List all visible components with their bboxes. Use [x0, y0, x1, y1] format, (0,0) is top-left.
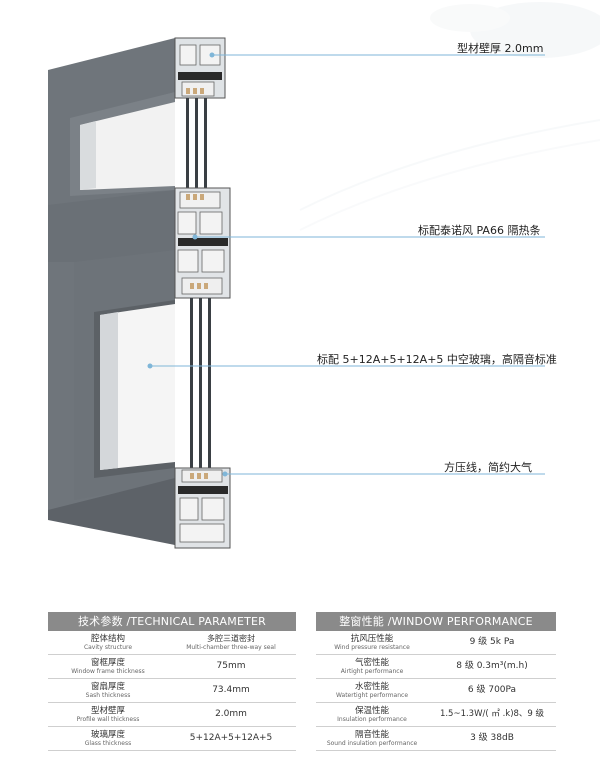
row-value: 6 级 700Pa — [467, 685, 517, 695]
row-label: 腔体结构 Cavity structure — [83, 634, 133, 651]
table-row: 气密性能 Airtight performance 8 级 0.3m³(m.h) — [316, 655, 556, 679]
row-label: 保温性能 Insulation performance — [337, 706, 407, 723]
row-label: 型材壁厚 Profile wall thickness — [76, 706, 140, 723]
background-map-decoration — [299, 2, 600, 231]
callout-insulation-strip: 标配泰诺风 PA66 隔热条 — [418, 224, 541, 237]
row-label: 抗风压性能 Wind pressure resistance — [334, 634, 410, 651]
row-value: 73.4mm — [212, 685, 250, 695]
row-label: 玻璃厚度 Glass thickness — [84, 730, 132, 747]
callout-glass-spec: 标配 5+12A+5+12A+5 中空玻璃，高隔音标准 — [317, 353, 557, 366]
window-profile-illustration — [48, 2, 600, 549]
callout-bead-style: 方压线，简约大气 — [444, 461, 532, 474]
callout-wall-thickness: 型材壁厚 2.0mm — [457, 42, 544, 55]
technical-parameter-table: 技术参数 /TECHNICAL PARAMETER 腔体结构 Cavity st… — [48, 612, 296, 751]
table-row: 窗扇厚度 Sash thickness 73.4mm — [48, 679, 296, 703]
table-row: 水密性能 Watertight performance 6 级 700Pa — [316, 679, 556, 703]
row-value: 3 级 38dB — [470, 733, 514, 743]
profile-cross-section — [174, 37, 231, 549]
callout-leaders — [147, 52, 545, 477]
table-row: 窗框厚度 Window frame thickness 75mm — [48, 655, 296, 679]
row-value: 9 级 5k Pa — [469, 637, 515, 647]
row-label: 窗扇厚度 Sash thickness — [85, 682, 131, 699]
row-value: 1.5~1.3W/( ㎡ .k)8、9 级 — [439, 709, 545, 719]
row-value: 8 级 0.3m³(m.h) — [456, 661, 528, 671]
table-row: 玻璃厚度 Glass thickness 5+12A+5+12A+5 — [48, 727, 296, 751]
row-value: 多腔三道密封 Multi-chamber three-way seal — [186, 634, 276, 651]
row-value: 75mm — [216, 661, 246, 671]
row-label: 窗框厚度 Window frame thickness — [71, 658, 145, 675]
row-value: 2.0mm — [215, 709, 247, 719]
row-label: 隔音性能 Sound insulation performance — [326, 730, 418, 747]
window-performance-header: 整窗性能 /WINDOW PERFORMANCE — [316, 612, 556, 631]
table-row: 腔体结构 Cavity structure 多腔三道密封 Multi-chamb… — [48, 631, 296, 655]
table-row: 隔音性能 Sound insulation performance 3 级 38… — [316, 727, 556, 751]
row-label: 气密性能 Airtight performance — [340, 658, 404, 675]
row-label: 水密性能 Watertight performance — [335, 682, 409, 699]
window-performance-table: 整窗性能 /WINDOW PERFORMANCE 抗风压性能 Wind pres… — [316, 612, 556, 751]
row-value: 5+12A+5+12A+5 — [189, 733, 273, 743]
table-row: 保温性能 Insulation performance 1.5~1.3W/( ㎡… — [316, 703, 556, 727]
window-frame-face — [48, 38, 175, 545]
table-row: 抗风压性能 Wind pressure resistance 9 级 5k Pa — [316, 631, 556, 655]
technical-parameter-header: 技术参数 /TECHNICAL PARAMETER — [48, 612, 296, 631]
table-row: 型材壁厚 Profile wall thickness 2.0mm — [48, 703, 296, 727]
